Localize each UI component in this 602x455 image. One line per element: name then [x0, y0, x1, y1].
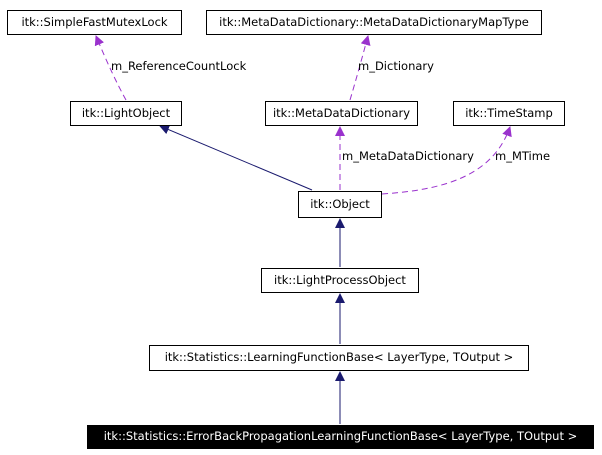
- edge-label-reference-count-lock: m_ReferenceCountLock: [111, 59, 247, 73]
- edge-label-dictionary: m_Dictionary: [358, 59, 434, 73]
- node-meta-data-dictionary-map-type[interactable]: itk::MetaDataDictionary::MetaDataDiction…: [206, 10, 542, 35]
- inheritance-edge-lightobject: [159, 124, 313, 191]
- usage-edge-mtime: [381, 126, 512, 195]
- node-time-stamp[interactable]: itk::TimeStamp: [453, 101, 565, 126]
- node-learning-function-base[interactable]: itk::Statistics::LearningFunctionBase< L…: [149, 345, 529, 371]
- usage-edge-dictionary: [349, 35, 371, 101]
- node-light-process-object[interactable]: itk::LightProcessObject: [261, 268, 419, 293]
- node-object[interactable]: itk::Object: [298, 191, 382, 218]
- edge-label-mtime: m_MTime: [495, 149, 550, 163]
- node-simple-fast-mutex-lock[interactable]: itk::SimpleFastMutexLock: [7, 10, 182, 35]
- usage-edge-referencecountlock: [94, 35, 127, 101]
- node-light-object[interactable]: itk::LightObject: [70, 101, 182, 126]
- edge-label-meta-data-dictionary: m_MetaDataDictionary: [342, 149, 474, 163]
- node-error-back-propagation-learning-function-base: itk::Statistics::ErrorBackPropagationLea…: [87, 425, 594, 449]
- node-meta-data-dictionary[interactable]: itk::MetaDataDictionary: [265, 101, 418, 126]
